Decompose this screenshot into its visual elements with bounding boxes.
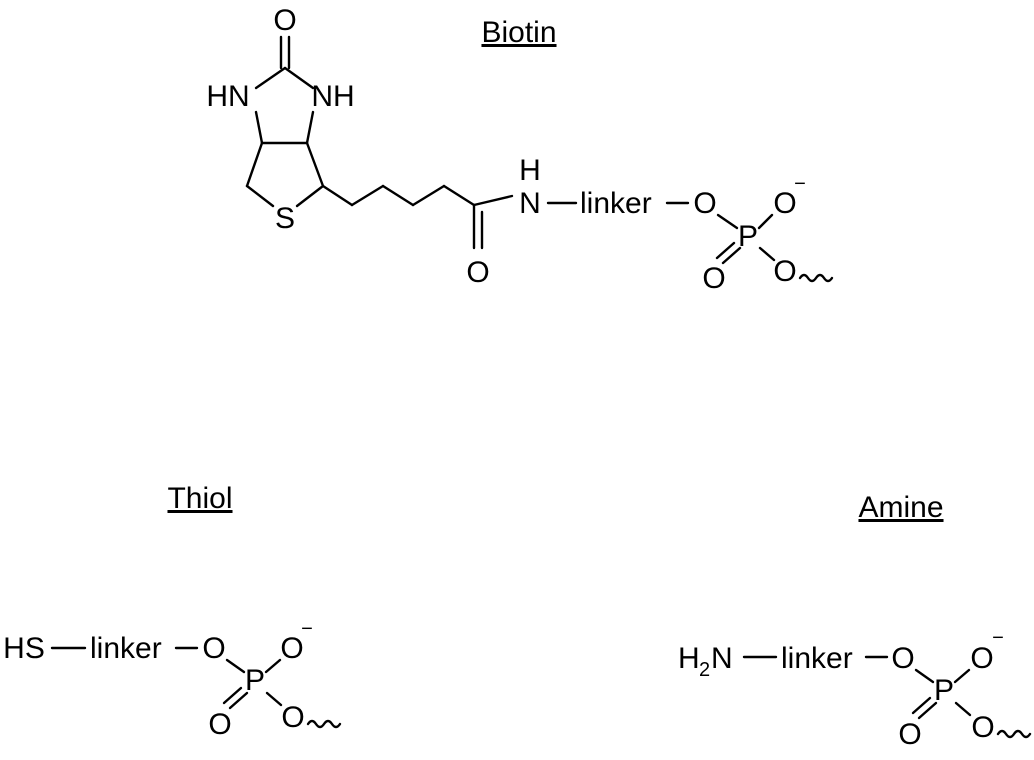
title-thiol: Thiol (167, 482, 232, 515)
bond (411, 184, 446, 207)
bond (305, 141, 325, 188)
wavy-bond (798, 273, 834, 283)
bond (757, 213, 774, 230)
negative-charge: − (992, 627, 1004, 649)
phosphate-oxygen: O (970, 642, 993, 675)
phosphate-oxygen: O (971, 711, 994, 744)
bond (225, 658, 246, 674)
bond (321, 184, 354, 207)
bond (442, 184, 476, 207)
negative-charge: − (301, 618, 313, 640)
bond (350, 184, 385, 207)
bond (953, 668, 971, 684)
phosphate-oxygen: O (773, 255, 796, 288)
bond (911, 696, 932, 715)
bond (721, 246, 742, 265)
bond (228, 691, 249, 710)
amine-subscript: 2 (699, 659, 710, 681)
title-amine: Amine (858, 491, 943, 524)
phosphate-oxygen: O (891, 642, 914, 675)
phosphorus-label: P (934, 674, 954, 707)
bond (254, 110, 264, 145)
amine-linker: linker (781, 642, 853, 675)
nh-label: NH (311, 80, 354, 113)
bond (245, 141, 264, 188)
hn-label: HN (206, 80, 249, 113)
amine-hydrogen: H (678, 642, 700, 675)
bond (295, 184, 325, 208)
bond (305, 110, 315, 145)
phosphorus-label: P (245, 664, 265, 697)
wavy-bond (306, 719, 342, 729)
phosphate-oxygen: O (693, 187, 716, 220)
thiol-linker: linker (90, 632, 162, 665)
urea-oxygen: O (273, 4, 296, 37)
bond (716, 213, 739, 230)
amide-hydrogen: H (519, 154, 541, 187)
wavy-bond (996, 729, 1032, 739)
phosphate-oxygen: O (281, 701, 304, 734)
bond (914, 668, 935, 684)
thiol-group: HS (3, 632, 45, 665)
bond (954, 701, 972, 717)
phosphorus-label: P (738, 220, 758, 253)
negative-charge: − (794, 173, 806, 195)
biotin-linker: linker (580, 187, 652, 220)
bond (381, 184, 415, 207)
amine-structure: H 2 N linker O O − P O O (678, 627, 1032, 751)
phosphate-oxygen: O (208, 708, 231, 741)
bond (917, 701, 938, 720)
title-biotin: Biotin (481, 16, 556, 49)
bond (264, 658, 282, 674)
bond (254, 66, 287, 90)
phosphate-oxygen: O (280, 632, 303, 665)
amine-nitrogen: N (711, 642, 733, 675)
amide-oxygen: O (466, 256, 489, 289)
sulfur-label: S (275, 202, 295, 235)
bond (472, 194, 514, 207)
bond (222, 686, 243, 705)
bond (715, 241, 736, 260)
biotin-structure: O HN NH S O H N l (206, 4, 834, 295)
phosphate-oxygen: O (702, 262, 725, 295)
phosphate-oxygen: O (773, 187, 796, 220)
amide-nitrogen: N (519, 187, 541, 220)
bond (265, 691, 283, 707)
phosphate-oxygen: O (898, 718, 921, 751)
thiol-structure: HS linker O O − P O O (3, 618, 342, 741)
bond (245, 184, 275, 208)
bond (283, 66, 315, 90)
bond (758, 246, 776, 262)
phosphate-oxygen: O (202, 632, 225, 665)
